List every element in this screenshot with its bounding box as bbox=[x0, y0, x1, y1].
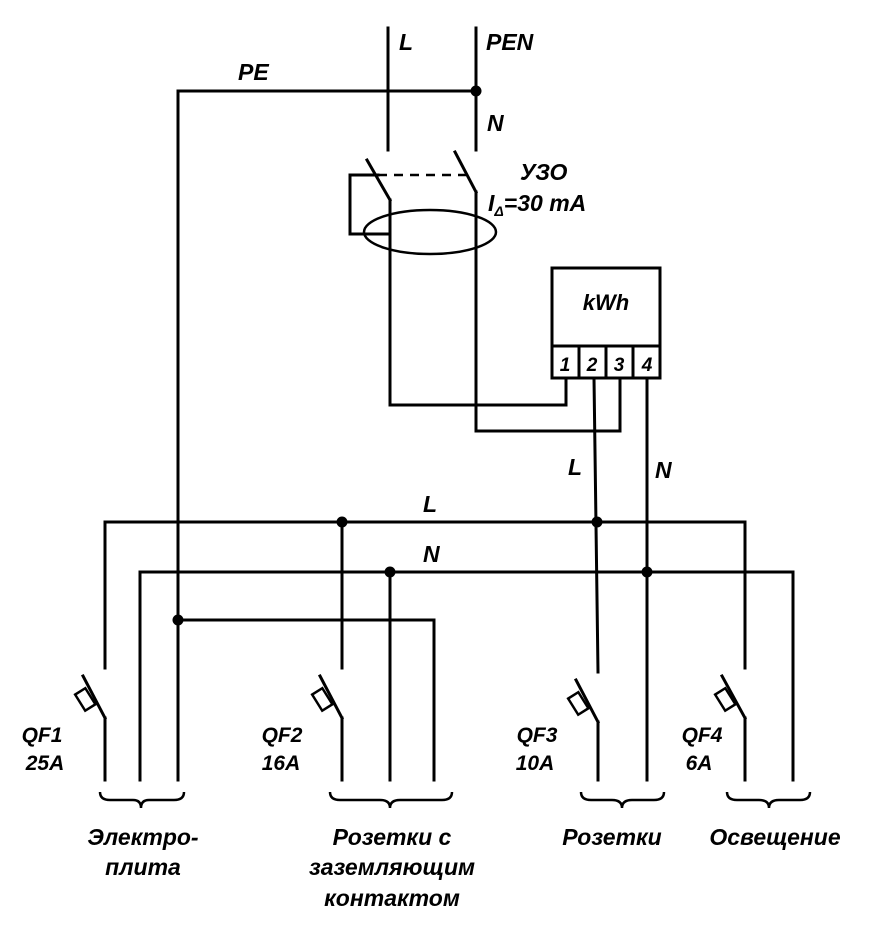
breaker-qf1 bbox=[73, 673, 108, 782]
load-brace-stove bbox=[98, 791, 186, 809]
energy-meter-label: kWh bbox=[583, 290, 629, 315]
pe-bus-junction bbox=[172, 614, 184, 626]
line-bus-label: L bbox=[423, 491, 437, 517]
breaker-qf3 bbox=[566, 677, 601, 782]
rcd-name: УЗО bbox=[520, 159, 567, 185]
load-sockets-label: Розетки bbox=[562, 824, 661, 850]
meter-neutral-in bbox=[474, 376, 622, 433]
meter-terminal-2: 2 bbox=[586, 355, 598, 376]
load-brace-sockets bbox=[579, 791, 666, 809]
qf1-rating: 25A bbox=[25, 752, 65, 775]
breaker-qf2 bbox=[310, 673, 345, 782]
qf3-rating: 10A bbox=[516, 752, 555, 775]
rcd-test-circuit bbox=[348, 173, 390, 236]
meter-neutral-out-label: N bbox=[655, 457, 672, 483]
qf1-id: QF1 bbox=[22, 724, 63, 747]
qf2-id: QF2 bbox=[262, 724, 303, 747]
qf3-id: QF3 bbox=[517, 724, 558, 747]
load-brace-lighting bbox=[725, 791, 812, 809]
breaker-qf4 bbox=[713, 673, 748, 782]
meter-line-in bbox=[388, 376, 568, 407]
load-grounded-sockets-label: контактом bbox=[324, 885, 460, 911]
supply-neutral-label: N bbox=[487, 110, 504, 136]
line-bus-junction bbox=[591, 516, 603, 528]
pe-label: PE bbox=[238, 59, 269, 85]
load-lighting-label: Освещение bbox=[709, 824, 840, 850]
load-brace-grounded-sockets bbox=[328, 791, 454, 809]
qf2-rating: 16A bbox=[262, 752, 301, 775]
load-grounded-sockets-label: заземляющим bbox=[309, 854, 475, 880]
qf4-id: QF4 bbox=[682, 724, 723, 747]
meter-terminal-4: 4 bbox=[641, 355, 653, 376]
rcd-contact-neutral bbox=[452, 149, 479, 195]
meter-terminal-1: 1 bbox=[560, 355, 571, 376]
rcd-current-transformer bbox=[362, 208, 498, 256]
neutral-bus-label: N bbox=[423, 541, 440, 567]
load-grounded-sockets-label: Розетки с bbox=[333, 824, 452, 850]
rcd-rating: IΔ=30 mA bbox=[488, 190, 586, 219]
pe-conductor bbox=[176, 89, 478, 782]
supply-line-label: L bbox=[399, 29, 413, 55]
meter-line-out-label: L bbox=[568, 454, 582, 480]
load-stove-label: плита bbox=[105, 854, 181, 880]
load-stove-label: Электро- bbox=[87, 824, 198, 850]
rcd-contact-line bbox=[364, 157, 393, 203]
meter-terminal-3: 3 bbox=[614, 355, 625, 376]
supply-pen-label: PEN bbox=[486, 29, 534, 55]
qf4-rating: 6A bbox=[686, 752, 713, 775]
neutral-bus-junction bbox=[641, 566, 653, 578]
